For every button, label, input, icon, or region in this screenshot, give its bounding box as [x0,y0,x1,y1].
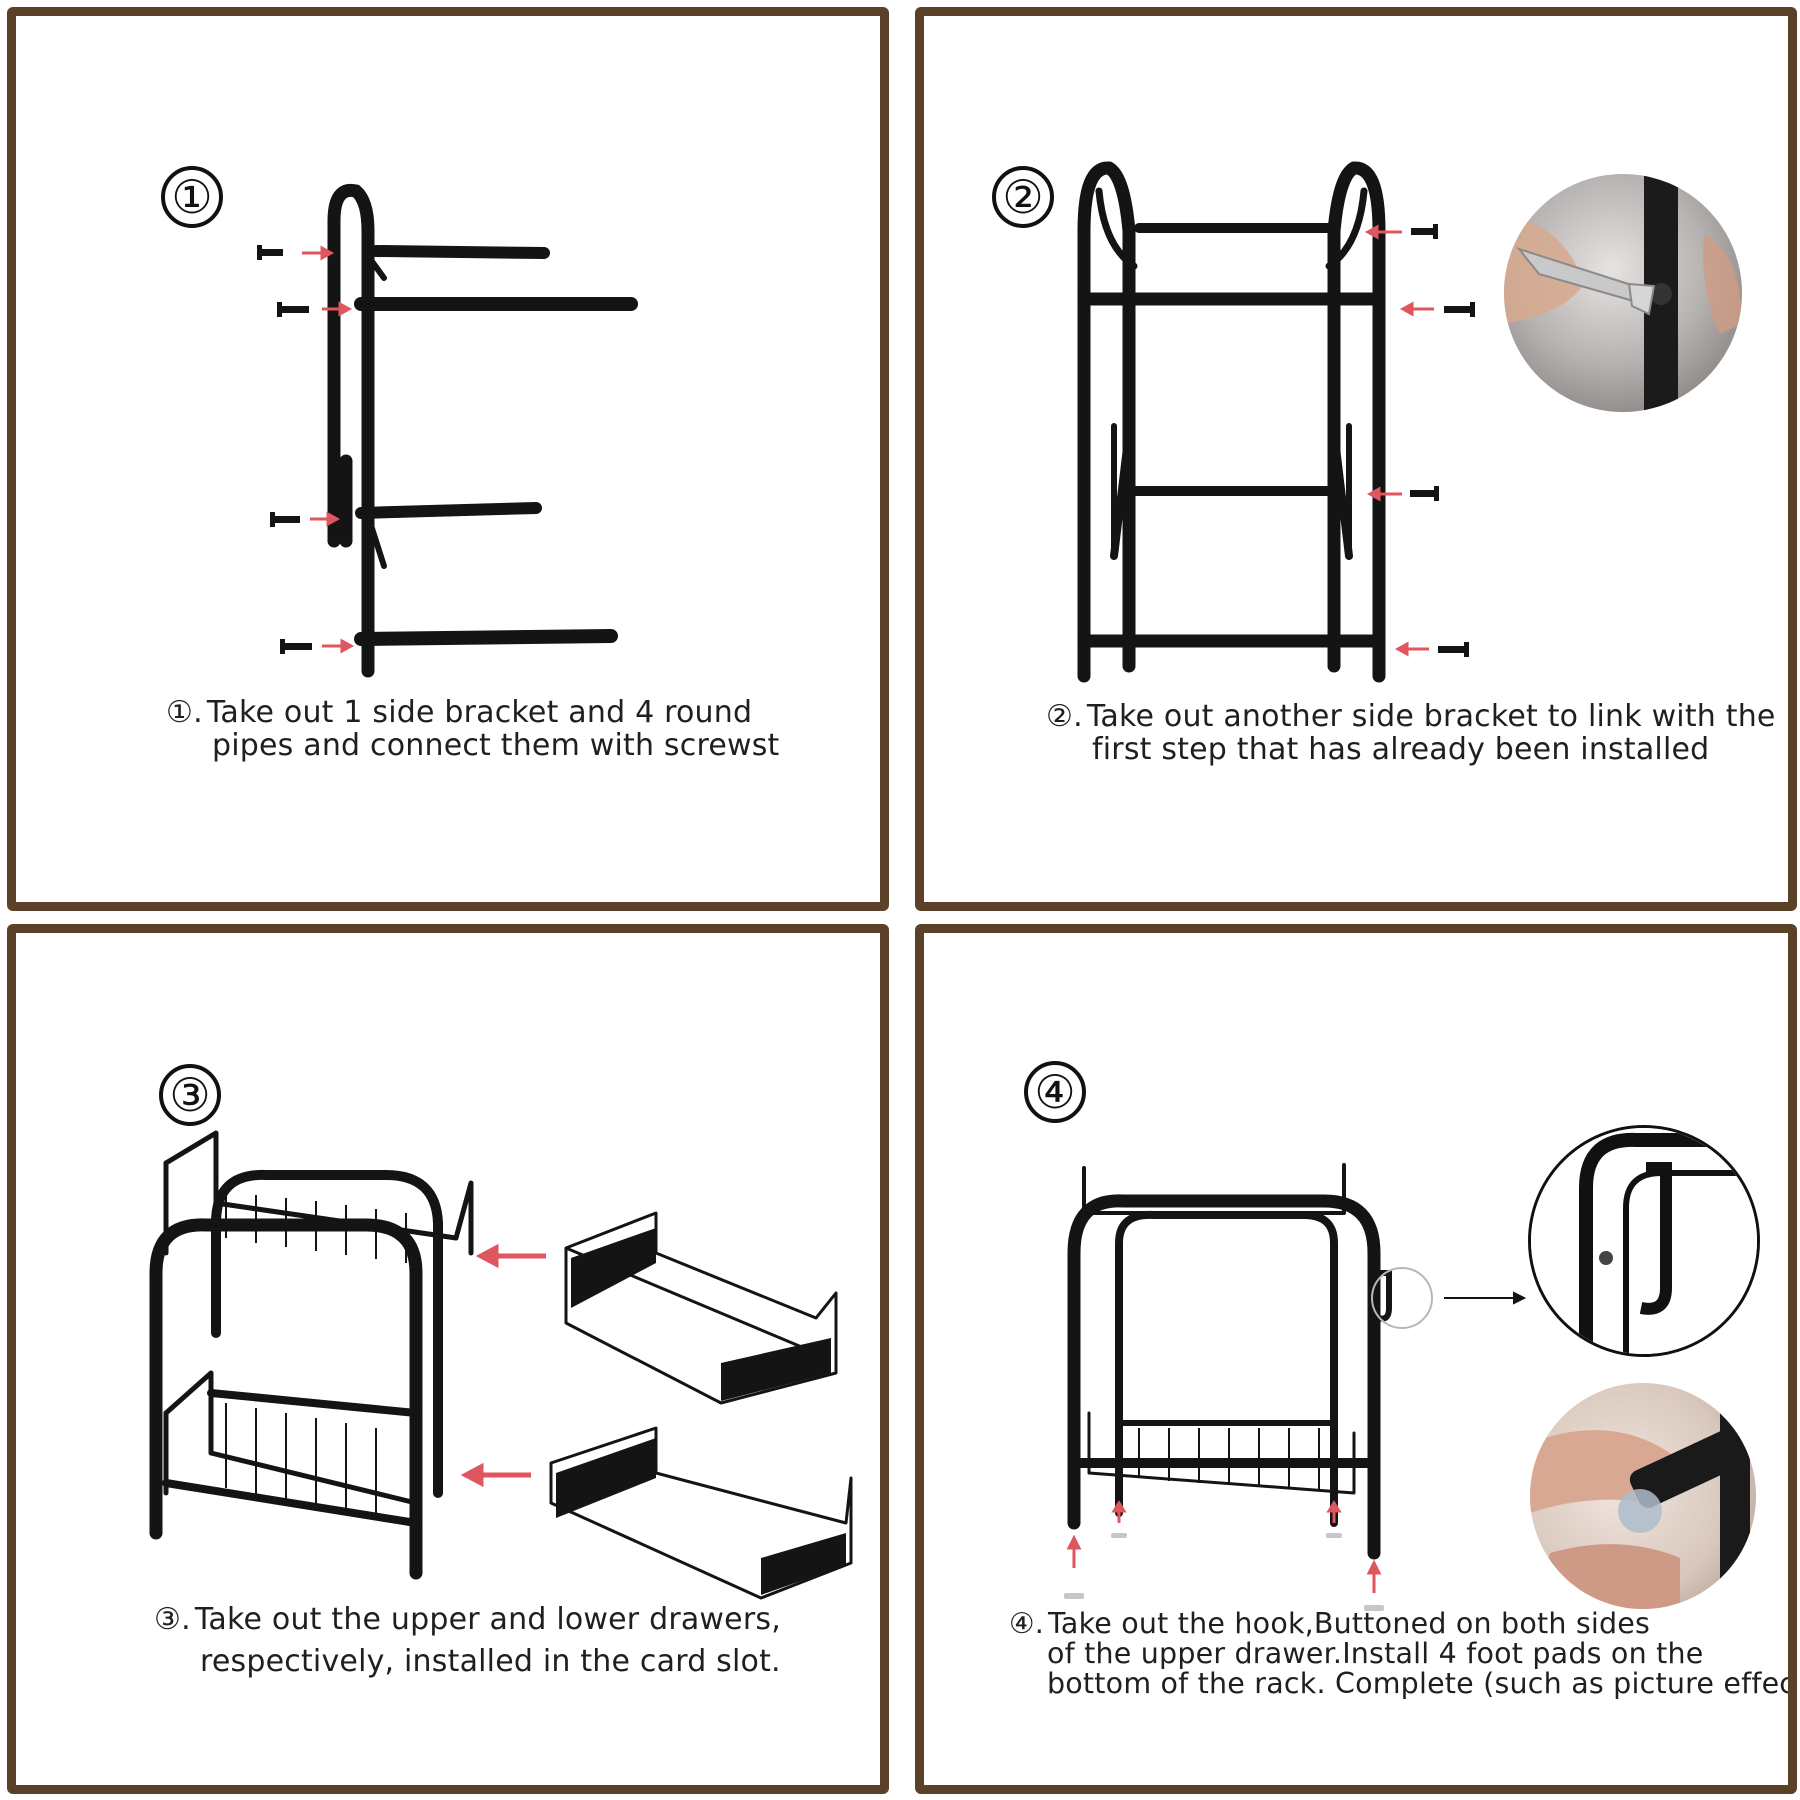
arrow-icon [1066,1500,1382,1593]
step-1-panel: ① ①.Take out [7,7,889,911]
step-2-caption-line-1: Take out another side bracket to link wi… [1086,699,1776,734]
step-4-marker: ④ [1024,1061,1086,1123]
step-2-panel: ② [915,7,1797,911]
step-3-caption-line-1: Take out the upper and lower drawers, [194,1602,781,1637]
step-1-caption-line-2: pipes and connect them with screwst [212,728,780,763]
step-3-caption: ③.Take out the upper and lower drawers, … [154,1599,781,1683]
step-3-marker: ③ [159,1064,221,1126]
step-4-caption-marker: ④. [1009,1607,1045,1640]
step-4-panel: ④ [915,924,1797,1794]
step-2-marker: ② [992,166,1054,228]
foot-pad-photo [1530,1383,1756,1609]
step-2-caption: ②.Take out another side bracket to link … [1046,700,1776,766]
step-1-caption: ①.Take out 1 side bracket and 4 round pi… [166,696,780,762]
hook-detail-photo [1528,1125,1760,1357]
step-1-caption-line-1: Take out 1 side bracket and 4 round [206,695,753,730]
arrow-icon [1364,224,1434,657]
step-2-caption-line-2: first step that has already been install… [1092,732,1710,767]
step-2-caption-marker: ②. [1046,699,1083,734]
two-bracket-frame-illustration [1077,161,1475,683]
hex-key-photo [1504,174,1742,412]
arrow-icon [460,1243,546,1488]
screw-icon [257,245,312,654]
side-bracket-pipes-illustration [257,183,638,678]
complete-rack-illustration [1064,1163,1527,1611]
step-1-caption-marker: ①. [166,695,203,730]
drawer-installation-illustration [149,1130,853,1600]
step-3-caption-marker: ③. [154,1602,191,1637]
arrow-icon [302,245,355,654]
step-4-caption-line-1: Take out the hook,Buttoned on both sides [1048,1607,1651,1640]
step-4-caption-line-2: of the upper drawer.Install 4 foot pads … [1047,1637,1704,1670]
step-4-caption: ④.Take out the hook,Buttoned on both sid… [1009,1607,1797,1700]
step-3-caption-line-2: respectively, installed in the card slot… [200,1644,781,1679]
step-4-caption-line-3: bottom of the rack. Complete (such as pi… [1047,1667,1797,1700]
screw-icon [1410,224,1475,657]
step-1-marker: ① [161,166,223,228]
step-3-panel: ③ [7,924,889,1794]
